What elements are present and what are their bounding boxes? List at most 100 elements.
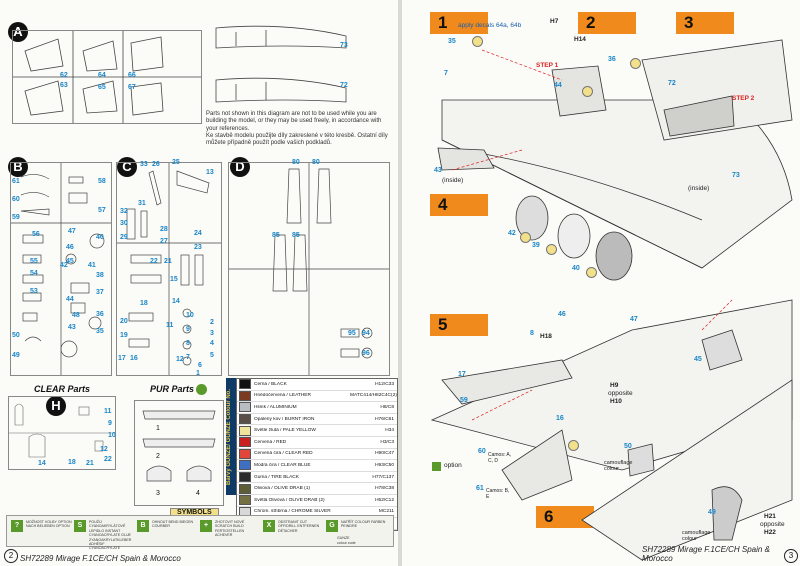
footer-right: SH72289 Mirage F.1CE/CH Spain & Morocco [642, 545, 770, 563]
paint-hint-marker [520, 232, 531, 243]
paint-hint-marker [568, 440, 579, 451]
pur-part-3: 3 [156, 490, 160, 497]
colour-row: Světlá Olivová / OLIVE DRAB (2)H52/C12 [237, 495, 397, 507]
callout-h14: H14 [574, 36, 586, 43]
part-c27: 27 [160, 238, 168, 245]
part-c19: 19 [120, 332, 128, 339]
colour-code: H3/C3 [380, 439, 394, 445]
left-page: A 62 63 64 65 66 67 [0, 0, 398, 566]
rp-part-7: 7 [444, 70, 448, 77]
part-c25: 25 [172, 159, 180, 166]
callout-step-2: STEP 2 [732, 95, 755, 102]
part-b43: 43 [68, 324, 76, 331]
part-b38: 38 [96, 272, 104, 279]
symbol-icon: B [137, 520, 149, 532]
colour-code: H90/C47 [375, 451, 394, 457]
part-c30: 30 [120, 220, 128, 227]
rp-part-44: 44 [554, 82, 562, 89]
part-b60: 60 [12, 196, 20, 203]
part-c22: 22 [150, 258, 158, 265]
colour-row: Červená čirá / CLEAR RED H90/C47 [237, 448, 397, 461]
step-5-banner: 5 [430, 314, 488, 336]
sprue-c-frame [116, 162, 222, 376]
pur-parts-label: PUR Parts [150, 384, 195, 394]
symbol-text: ODSTRANIT CUT OFF/DRILL ENTFERNEN DÉTACH… [278, 520, 320, 533]
step-5-number: 5 [438, 315, 448, 334]
clear-part-10: 10 [108, 432, 116, 439]
part-c24: 24 [194, 230, 202, 237]
callout-h22: H22 [764, 529, 776, 536]
part-b58: 58 [98, 178, 106, 185]
clear-part-11: 11 [104, 408, 112, 415]
rp-part-36: 36 [608, 56, 616, 63]
sprue-d-frame [228, 162, 390, 376]
part-c6: 6 [198, 362, 202, 369]
callout-h9: H9 [610, 382, 619, 389]
part-c16: 16 [130, 355, 138, 362]
callout-option: option [444, 462, 462, 469]
step-2-banner: 2 [578, 12, 636, 34]
colour-code: H34 [385, 428, 394, 434]
part-73: 73 [340, 42, 348, 49]
clear-part-12: 12 [100, 446, 108, 453]
colour-swatch [239, 448, 251, 459]
rp-part-59: 59 [460, 397, 468, 404]
paint-hint-marker [546, 244, 557, 255]
rp-part-49: 49 [708, 509, 716, 516]
rp-part-16: 16 [556, 415, 564, 422]
step-4-number: 4 [438, 195, 448, 214]
fuselage-halves-drawing [215, 25, 347, 103]
part-c3: 3 [210, 330, 214, 337]
sprue-d-drawing [229, 163, 389, 375]
colour-code: H78/C38 [375, 486, 394, 492]
part-d80b: 80 [312, 159, 320, 166]
symbol-text: MOŽNOST VOLBY OPTION NACH BELIEBEN OPTIO… [26, 520, 72, 529]
clear-part-21: 21 [86, 460, 94, 467]
step-6-banner: 6 [536, 506, 594, 528]
colour-table-band: Barvy GUNZE/ GUNZE Colour No. [226, 378, 236, 495]
callout-h21: H21 [764, 513, 776, 520]
callout-h7: H7 [550, 18, 559, 25]
colour-name: Chrom. stříbrná / CHROME SILVER [254, 509, 331, 515]
clear-part-9: 9 [108, 420, 112, 427]
step-4-banner: 4 [430, 194, 488, 216]
rp-part-72: 72 [668, 80, 676, 87]
symbol-icon: + [200, 520, 212, 532]
rp-part-47: 47 [630, 316, 638, 323]
paint-hint-marker [472, 36, 483, 47]
part-c9: 9 [186, 326, 190, 333]
part-c14: 14 [172, 298, 180, 305]
callout-camo-colour-1: camouflage colour [604, 460, 633, 472]
sprue-a-drawing [13, 31, 201, 123]
part-c23: 23 [194, 244, 202, 251]
step-1-banner: 1 [430, 12, 488, 34]
part-b57: 57 [98, 207, 106, 214]
callout-step-1: STEP 1 [536, 62, 559, 69]
part-c7: 7 [186, 354, 190, 361]
part-b45: 45 [66, 258, 74, 265]
symbol-icon: S [74, 520, 86, 532]
page-number-left: 2 [4, 549, 18, 563]
colour-row: Olivová / OLIVE DRAB (1)H78/C38 [237, 483, 397, 495]
step-6-number: 6 [544, 507, 554, 526]
part-b36: 36 [96, 311, 104, 318]
rp-part-17a: 17 [458, 371, 466, 378]
colour-swatch [239, 483, 251, 494]
colour-code: H76/C61 [375, 416, 394, 422]
pur-drop-icon [196, 384, 207, 395]
part-c26: 26 [152, 161, 160, 168]
part-c33: 33 [140, 161, 148, 168]
clear-sprue-frame [8, 396, 116, 470]
part-b42: 42 [60, 262, 68, 269]
sprue-letter-h: H [46, 396, 66, 416]
rp-part-43: 43 [434, 167, 442, 174]
colour-swatch [239, 437, 251, 448]
colour-name: Červená / RED [254, 439, 287, 445]
clear-part-22: 22 [104, 456, 112, 463]
part-c17: 17 [118, 355, 126, 362]
colour-name: Červená čirá / CLEAR RED [254, 451, 313, 457]
